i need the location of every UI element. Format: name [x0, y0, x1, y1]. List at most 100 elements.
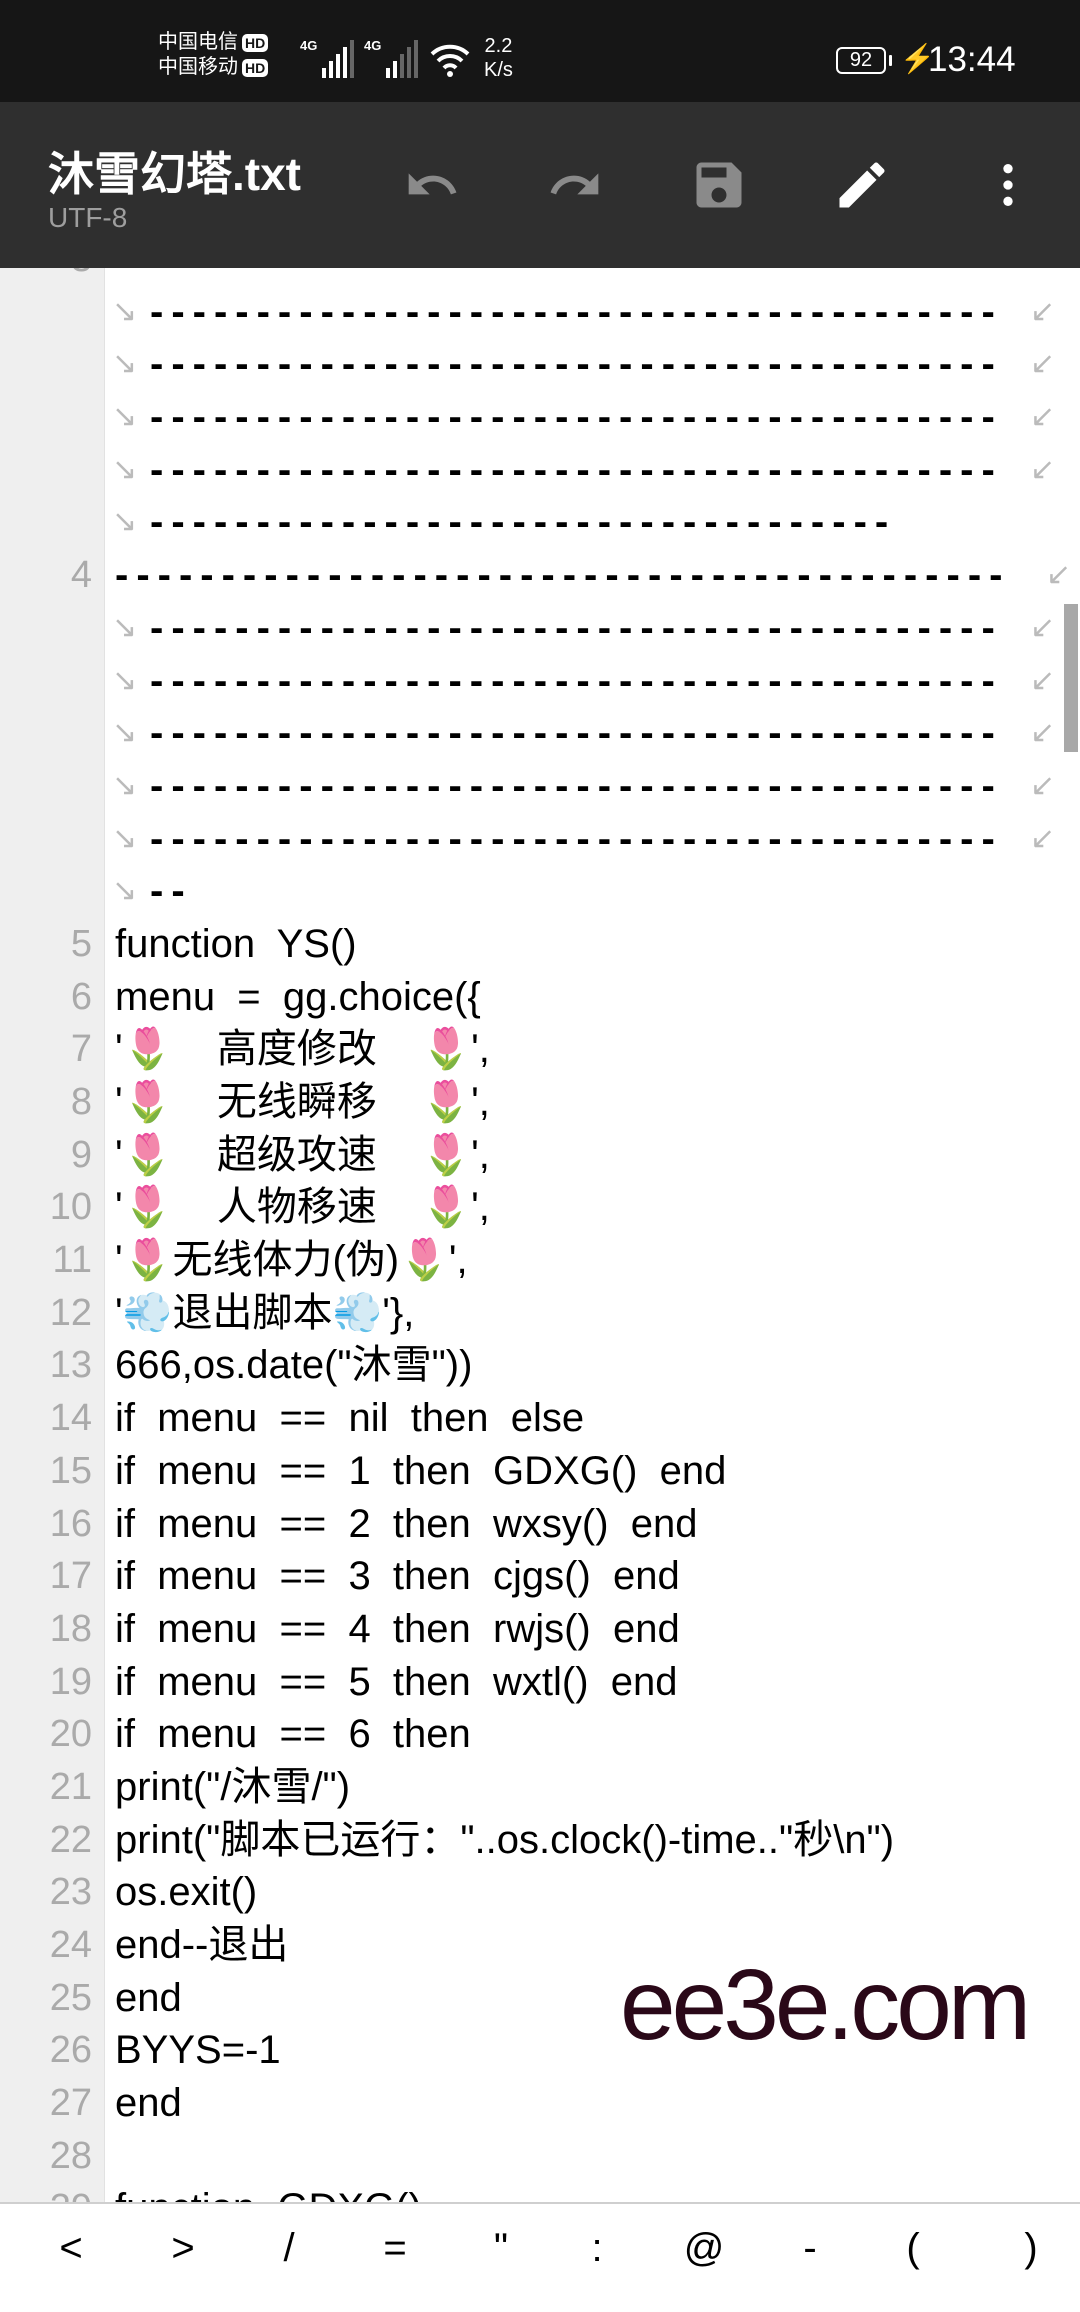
line-text-segment: ----------------------------------------: [150, 342, 1003, 387]
editor-row: ↘---------------------------------------…: [0, 760, 1080, 813]
line-number: 4: [70, 554, 92, 597]
soft-wrap-out-icon: ↙: [1030, 716, 1056, 750]
line-text: '🌷 无线瞬移 🌷',: [115, 1080, 490, 1124]
line-text: function YS(): [115, 921, 357, 966]
line-text: function GDXG(): [115, 2182, 422, 2202]
redo-button[interactable]: [542, 152, 608, 218]
line-text-segment: ----------------------------------------: [150, 711, 1003, 756]
line-text: if menu == 3 then cjgs() end: [115, 1554, 680, 1599]
network-type-2: 4G: [364, 38, 382, 53]
editor-line: 11'🌷无线体力(伪)🌷',: [0, 1234, 1080, 1287]
carrier-1: 中国电信: [158, 31, 238, 53]
symbol-key[interactable]: >: [171, 2226, 195, 2270]
symbol-key[interactable]: /: [283, 2226, 295, 2270]
line-text: if menu == 1 then GDXG() end: [115, 1448, 727, 1493]
text-editor[interactable]: 3---------------------------------------…: [0, 268, 1080, 2202]
editor-row: 3---------------------------------------…: [0, 268, 1080, 286]
line-number: 20: [49, 1713, 92, 1756]
editor-line: 7 '🌷 高度修改 🌷',: [0, 1023, 1080, 1076]
save-button[interactable]: [686, 152, 752, 218]
editor-row: ↘---------------------------------------…: [0, 286, 1080, 339]
line-number: 22: [49, 1818, 92, 1861]
symbol-key[interactable]: :: [591, 2226, 603, 2270]
symbol-key[interactable]: =: [383, 2226, 407, 2270]
line-text: '🌷 高度修改 🌷',: [115, 1027, 490, 1072]
battery-cap: [889, 55, 892, 66]
editor-line: 29function GDXG(): [0, 2182, 1080, 2202]
symbol-key[interactable]: @: [683, 2226, 725, 2270]
line-number: 23: [49, 1871, 92, 1914]
editor-line: 15 if menu == 1 then GDXG() end: [0, 1445, 1080, 1498]
scrollbar-thumb[interactable]: [1064, 604, 1078, 752]
line-text: os.exit(): [115, 1870, 258, 1915]
line-number: 19: [49, 1660, 92, 1703]
symbol-key[interactable]: (: [906, 2226, 920, 2270]
symbol-input-bar: < > / = ": @ - (): [0, 2202, 1080, 2312]
line-text: if menu == 4 then rwjs() end: [115, 1606, 680, 1651]
line-text-segment: ----------------------------------------: [150, 658, 1003, 703]
editor-line: 28: [0, 2130, 1080, 2183]
editor-lines[interactable]: 3---------------------------------------…: [0, 268, 1080, 2202]
carrier-2: 中国移动: [158, 56, 238, 78]
line-number: 17: [49, 1555, 92, 1598]
symbol-key[interactable]: <: [59, 2226, 83, 2270]
hd-badge: HD: [242, 33, 269, 52]
network-type-1: 4G: [300, 38, 318, 53]
line-number: 15: [49, 1449, 92, 1492]
edit-pencil-icon: [839, 162, 885, 208]
soft-wrap-in-icon: ↘: [112, 347, 138, 381]
soft-wrap-out-icon: ↙: [1030, 610, 1056, 644]
soft-wrap-in-icon: ↘: [112, 821, 138, 855]
edit-button[interactable]: [829, 152, 895, 218]
line-number: 7: [70, 1028, 92, 1071]
line-text-segment: ----------------------------------------…: [115, 268, 1010, 286]
line-text-segment: ----------------------------------------: [150, 763, 1003, 808]
more-options-button[interactable]: [975, 152, 1041, 218]
editor-line: 12'💨退出脚本💨'},: [0, 1287, 1080, 1340]
soft-wrap-in-icon: ↘: [112, 874, 138, 908]
line-number: 6: [70, 975, 92, 1018]
signal-icon: [322, 40, 354, 78]
editor-row: ↘ -----------------------------------: [0, 496, 1080, 549]
speed-unit: K/s: [484, 59, 513, 81]
line-number: 14: [49, 1397, 92, 1440]
symbol-key[interactable]: -: [803, 2226, 817, 2270]
editor-row: ↘ ---------------------------------------…: [0, 655, 1080, 708]
symbol-key[interactable]: ): [1024, 2226, 1038, 2270]
file-encoding: UTF-8: [48, 202, 128, 233]
soft-wrap-out-icon: ↙: [1030, 294, 1056, 328]
line-text: end: [115, 1975, 182, 2020]
more-vert-icon: [1003, 164, 1013, 206]
hd-badge: HD: [242, 58, 269, 77]
line-text-segment: ----------------------------------------…: [115, 553, 1011, 598]
line-number: 28: [49, 2134, 92, 2177]
undo-icon: [408, 173, 457, 195]
line-number: 24: [49, 1924, 92, 1966]
soft-wrap-in-icon: ↘: [112, 505, 138, 539]
line-text: end: [115, 2081, 182, 2126]
line-text-segment: ----------------------------------------: [150, 447, 1003, 492]
soft-wrap-in-icon: ↘: [112, 663, 138, 697]
line-number: 9: [70, 1133, 92, 1176]
undo-button[interactable]: [399, 152, 465, 218]
editor-row: 4 ---------------------------------------…: [0, 549, 1080, 602]
line-number: 26: [49, 2029, 92, 2072]
line-text: BYYS=-1: [115, 2028, 281, 2073]
soft-wrap-out-icon: ↙: [1030, 400, 1056, 434]
line-text: '🌷无线体力(伪)🌷',: [115, 1238, 468, 1283]
line-text-segment: ----------------------------------------: [150, 605, 1003, 650]
line-number: 25: [49, 1976, 92, 2019]
line-text-segment: -----------------------------------: [150, 500, 897, 545]
line-number: 5: [70, 922, 92, 965]
soft-wrap-in-icon: ↘: [112, 716, 138, 750]
symbol-key[interactable]: ": [493, 2226, 509, 2270]
soft-wrap-out-icon: ↙: [1030, 452, 1056, 486]
signal-icon: [386, 40, 418, 78]
